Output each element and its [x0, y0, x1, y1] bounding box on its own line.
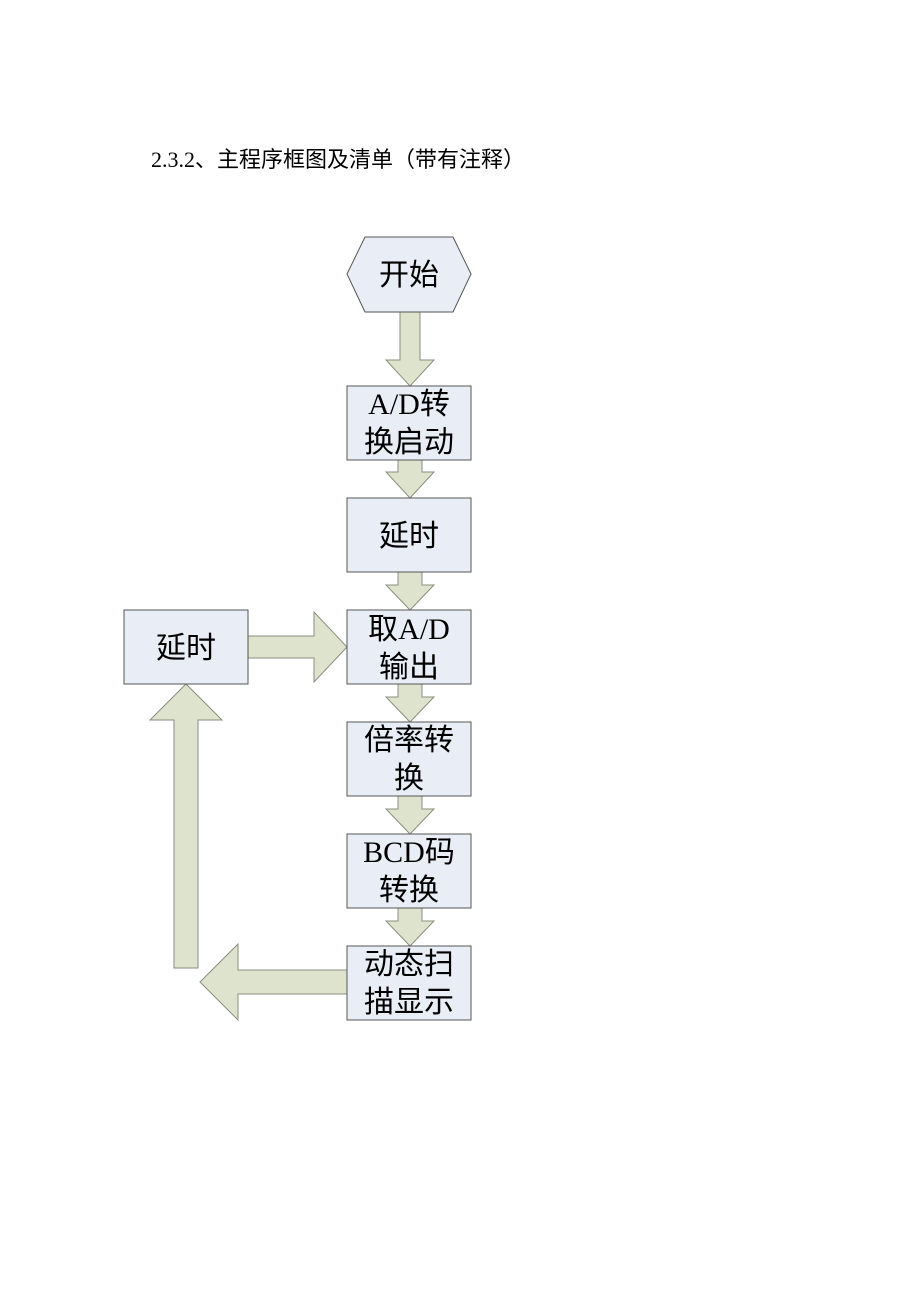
delay2-label: 延时: [156, 632, 216, 665]
node-delay1: 延时: [346, 497, 472, 573]
node-delay2: 延时: [123, 609, 249, 685]
arrow-read-ad-to-scale: [384, 683, 436, 723]
scale-label-line2: 换: [394, 762, 424, 795]
arrow-scale-to-bcd: [384, 795, 436, 835]
bcd-label-line1: BCD码: [363, 836, 455, 869]
arrow-delay1-to-read-ad: [384, 571, 436, 611]
flow-arrows: [148, 311, 436, 1022]
display-box: [346, 945, 472, 1021]
arrow-display-to-left: [199, 942, 348, 1022]
read-ad-box: [346, 609, 472, 685]
scale-box: [346, 721, 472, 797]
delay1-box: [346, 497, 472, 573]
arrow-start-to-ad-start: [384, 311, 436, 387]
arrow-delay2-to-read-ad: [247, 610, 348, 684]
node-read-ad: 取A/D 输出: [346, 609, 472, 685]
display-label-line2: 描显示: [364, 986, 454, 1019]
node-start: 开始: [346, 236, 472, 313]
read-ad-label-line1: 取A/D: [368, 613, 450, 646]
delay1-label: 延时: [379, 520, 439, 553]
start-hexagon: [346, 236, 472, 313]
node-ad-start: A/D转 换启动: [346, 385, 472, 461]
start-label: 开始: [379, 259, 439, 292]
node-scale: 倍率转 换: [346, 721, 472, 797]
ad-start-box: [346, 385, 472, 461]
display-label-line1: 动态扫: [364, 948, 454, 981]
read-ad-label-line2: 输出: [379, 651, 439, 684]
bcd-box: [346, 833, 472, 909]
scale-label-line1: 倍率转: [364, 724, 454, 757]
arrow-ad-start-to-delay1: [384, 459, 436, 499]
ad-start-label-line1: A/D转: [368, 388, 450, 421]
ad-start-label-line2: 换启动: [364, 426, 454, 459]
delay2-box: [123, 609, 249, 685]
arrow-bcd-to-display: [384, 907, 436, 947]
node-bcd: BCD码 转换: [346, 833, 472, 909]
node-display: 动态扫 描显示: [346, 945, 472, 1021]
section-heading: 2.3.2、主程序框图及清单（带有注释）: [151, 147, 526, 172]
flow-nodes: 开始 A/D转 换启动 延时 取A/D 输出 倍率转 换: [123, 236, 472, 1021]
arrow-up-to-delay2: [148, 683, 224, 969]
bcd-label-line2: 转换: [379, 874, 439, 907]
